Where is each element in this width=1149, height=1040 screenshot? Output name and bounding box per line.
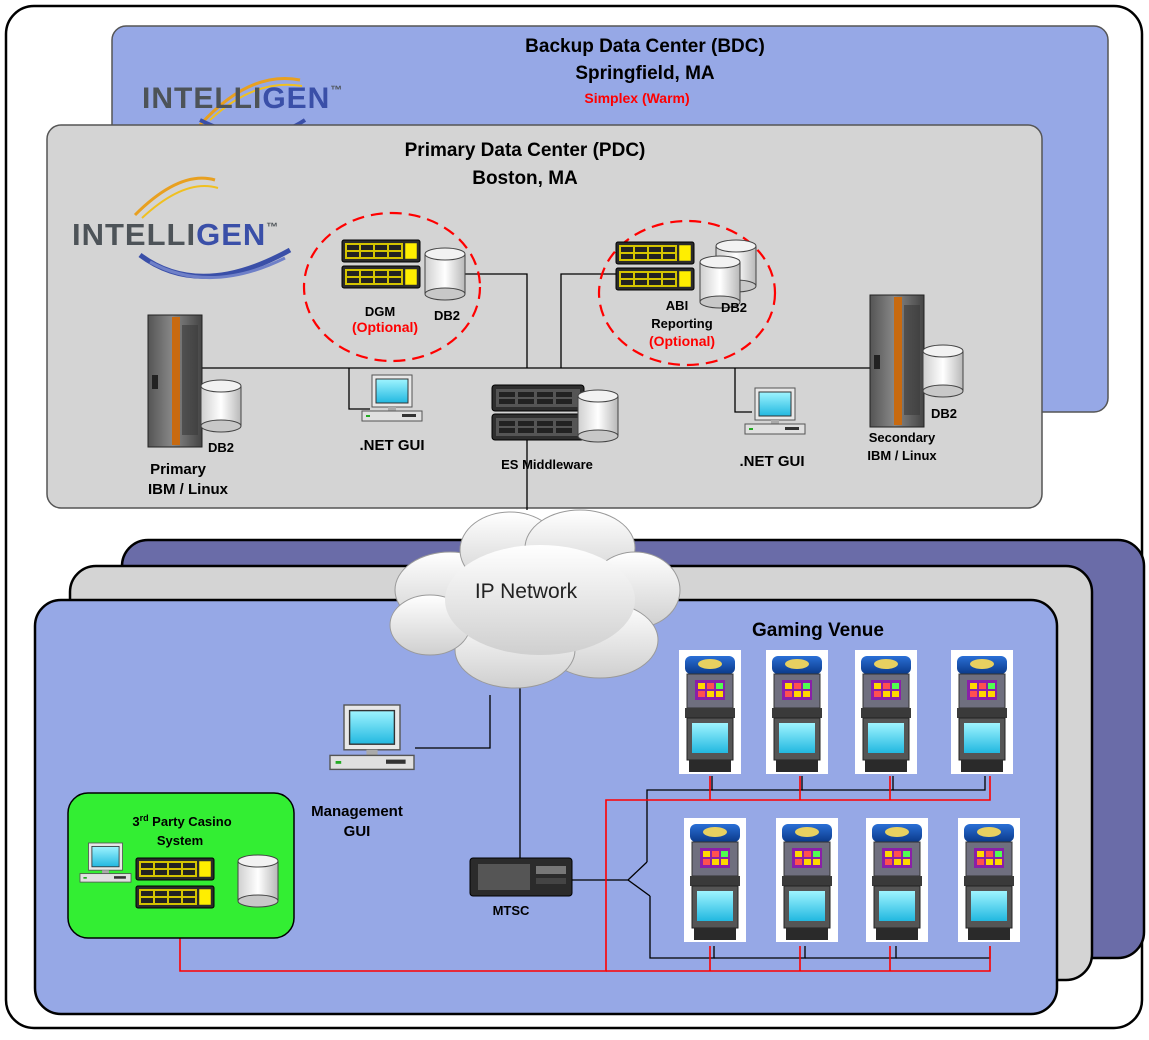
mtsc-label: MTSC (493, 903, 530, 918)
abi-label: ABI (666, 298, 688, 313)
management-gui-label-2: GUI (344, 823, 371, 840)
mtsc-switch: MTSC (469, 857, 573, 918)
secondary-mainframe: DB2 Secondary IBM / Linux (867, 294, 964, 463)
slot-machine-icon (957, 817, 1021, 943)
database-icon (577, 389, 619, 443)
slot-machine-icon (765, 649, 829, 775)
ip-network-label: IP Network (475, 580, 578, 603)
es-middleware: ES Middleware (491, 384, 619, 472)
net-gui-right-label: .NET GUI (739, 453, 804, 470)
abi-optional: (Optional) (649, 333, 715, 349)
net-gui-right: .NET GUI (739, 387, 806, 470)
pdc-logo-suffix: GEN (196, 217, 266, 252)
bdc-logo-suffix: GEN (262, 82, 330, 115)
pdc-city: Boston, MA (472, 168, 578, 189)
es-middleware-label: ES Middleware (501, 457, 593, 472)
pdc-title: Primary Data Center (PDC) (405, 140, 646, 161)
server-rack-icon (135, 885, 215, 909)
bdc-mode: Simplex (Warm) (584, 90, 689, 106)
bdc-city: Springfield, MA (575, 63, 715, 84)
third-party-casino-system: 3rd Party Casino System (67, 792, 295, 939)
secondary-os-label: IBM / Linux (867, 448, 937, 463)
pdc-backbone (200, 273, 870, 510)
dgm-db-label: DB2 (434, 308, 460, 323)
management-gui: Management GUI (311, 704, 415, 840)
pdc-intelligen-logo: INTELLIGEN™ (72, 176, 292, 280)
server-rack-icon (491, 413, 585, 441)
primary-os-label: IBM / Linux (148, 481, 229, 498)
slot-machine-icon (950, 649, 1014, 775)
net-gui-left: .NET GUI (359, 374, 425, 454)
net-gui-left-label: .NET GUI (359, 437, 424, 454)
slot-machine-icon (865, 817, 929, 943)
primary-mainframe: DB2 Primary IBM / Linux (147, 314, 242, 498)
abi-reporting-label: Reporting (651, 316, 712, 331)
pdc-logo-prefix: INTELLI (72, 217, 196, 252)
slot-machine-icon (678, 649, 742, 775)
gaming-venue-title: Gaming Venue (752, 620, 884, 641)
secondary-db-label: DB2 (931, 406, 957, 421)
server-rack-icon (615, 267, 695, 291)
casino-system-label: System (157, 833, 203, 848)
management-gui-label: Management (311, 803, 403, 820)
slot-machine-icon (854, 649, 918, 775)
database-icon (237, 854, 279, 908)
primary-data-center-panel: Primary Data Center (PDC) Boston, MA INT… (46, 124, 1043, 510)
bdc-logo-prefix: INTELLI (142, 82, 262, 115)
svg-text:INTELLIGEN™: INTELLIGEN™ (142, 82, 343, 115)
pdc-logo-tm: ™ (266, 220, 279, 234)
ip-network-cloud: IP Network (389, 509, 681, 689)
abi-db-label: DB2 (721, 300, 747, 315)
svg-text:INTELLIGEN™: INTELLIGEN™ (72, 217, 279, 252)
dgm-label: DGM (365, 304, 395, 319)
mainframe-icon (869, 294, 925, 428)
abi-optional-ring (597, 219, 777, 367)
database-icon (424, 247, 466, 301)
primary-label: Primary (150, 461, 207, 478)
dgm-server-group: DGM (Optional) DB2 (302, 211, 482, 363)
dgm-optional-ring (302, 211, 482, 363)
venue-red-wiring (179, 776, 991, 972)
server-rack-icon (135, 857, 215, 881)
server-rack-icon (341, 265, 421, 289)
casino-label: 3rd Party Casino (132, 813, 231, 829)
abi-reporting-group: ABI Reporting (Optional) DB2 (597, 219, 777, 367)
server-rack-icon (615, 241, 695, 265)
bdc-logo-tm: ™ (330, 83, 343, 97)
dgm-optional: (Optional) (352, 319, 418, 335)
server-rack-icon (491, 384, 585, 412)
mainframe-icon (147, 314, 203, 448)
gaming-venue-panel: Gaming Venue (33, 598, 1059, 1016)
database-icon (200, 379, 242, 433)
primary-db-label: DB2 (208, 440, 234, 455)
database-icon (922, 344, 964, 398)
server-rack-icon (341, 239, 421, 263)
bdc-title: Backup Data Center (BDC) (525, 36, 765, 57)
slot-machine-icon (683, 817, 747, 943)
slot-machine-icon (775, 817, 839, 943)
cloud-icon (389, 509, 681, 689)
secondary-label: Secondary (869, 430, 936, 445)
